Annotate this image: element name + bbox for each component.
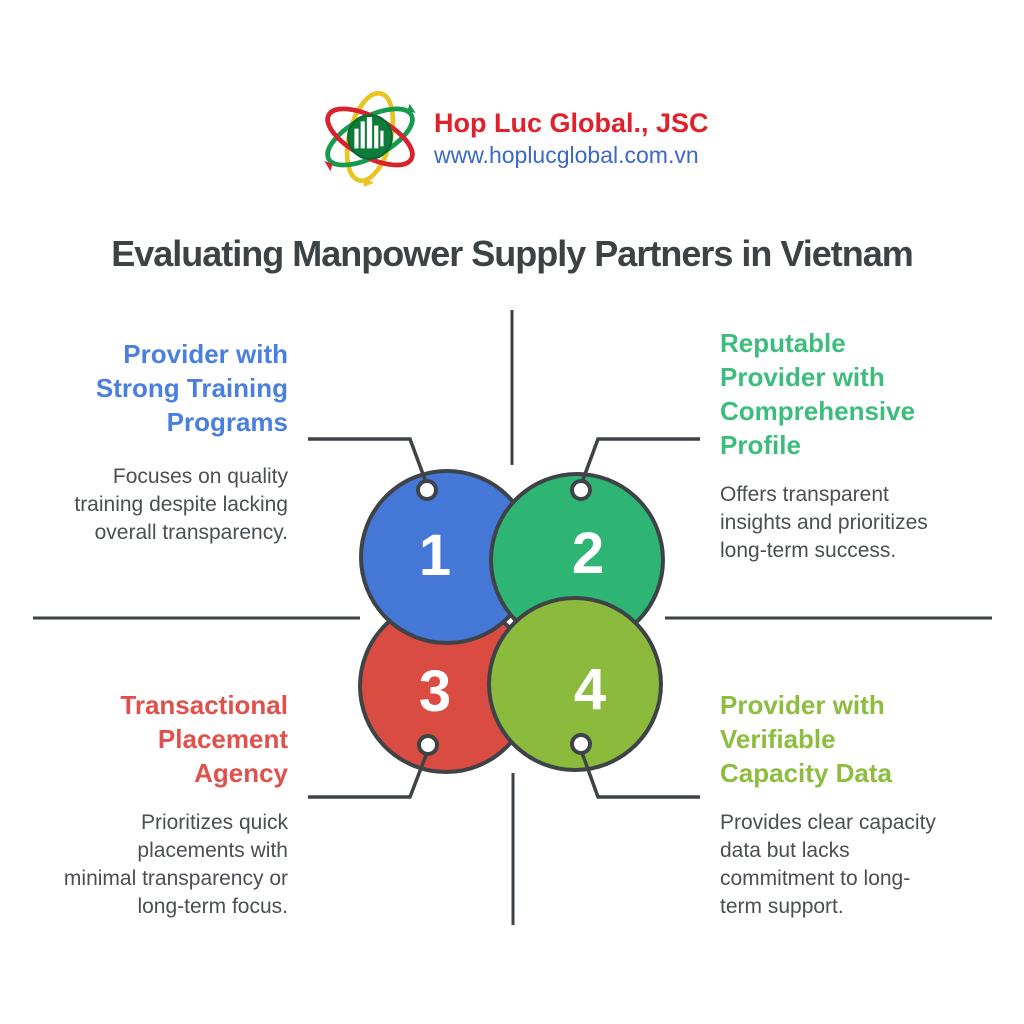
logo-arrow-yellow: [363, 178, 375, 187]
connector-3: [308, 749, 430, 799]
anchor-2: [570, 479, 592, 501]
quadrant-2-description: Offers transparent insights and prioriti…: [720, 483, 928, 562]
quadrant-bottom-right: Provider with Verifiable Capacity Data P…: [720, 688, 982, 921]
company-name: Hop Luc Global., JSC: [434, 108, 709, 138]
quadrant-4-description: Provides clear capacity data but lacks c…: [720, 811, 936, 918]
logo: Hop Luc Global., JSC www.hoplucglobal.co…: [318, 86, 709, 190]
page-title: Evaluating Manpower Supply Partners in V…: [111, 233, 914, 274]
logo-arrow-red: [324, 160, 333, 172]
connector-4: [579, 749, 700, 799]
logo-atom-icon: [324, 90, 416, 187]
quadrant-dividers: [33, 310, 992, 925]
anchor-3: [417, 734, 439, 756]
circle-1-number: 1: [419, 523, 451, 588]
logo-arrow-green: [407, 103, 416, 114]
quadrant-top-right: Reputable Provider with Comprehensive Pr…: [720, 326, 982, 565]
connector-1: [308, 437, 429, 486]
quadrant-bottom-left: Transactional Placement Agency Prioritiz…: [40, 688, 288, 921]
quadrant-4-heading: Provider with Verifiable Capacity Data: [720, 690, 892, 788]
circle-2-number: 2: [572, 521, 604, 586]
circle-4: [487, 596, 663, 772]
connector-anchors: [416, 479, 592, 756]
website-url[interactable]: www.hoplucglobal.com.vn: [434, 142, 699, 168]
quadrant-3-heading: Transactional Placement Agency: [120, 690, 288, 788]
quadrant-3-description: Prioritizes quick placements with minima…: [63, 811, 288, 918]
anchor-1: [416, 479, 438, 501]
quadrant-1-heading: Provider with Strong Training Programs: [95, 339, 288, 437]
connector-2: [579, 437, 700, 486]
anchor-4: [570, 733, 592, 755]
connectors: [308, 437, 700, 799]
quadrant-top-left: Provider with Strong Training Programs F…: [40, 337, 288, 547]
quadrant-2-heading: Reputable Provider with Comprehensive Pr…: [720, 328, 916, 460]
circle-3-number: 3: [419, 659, 451, 724]
circle-4-number: 4: [574, 657, 606, 722]
quadrant-1-description: Focuses on quality training despite lack…: [74, 465, 288, 544]
logo-text: Hop Luc Global., JSC www.hoplucglobal.co…: [434, 108, 709, 168]
